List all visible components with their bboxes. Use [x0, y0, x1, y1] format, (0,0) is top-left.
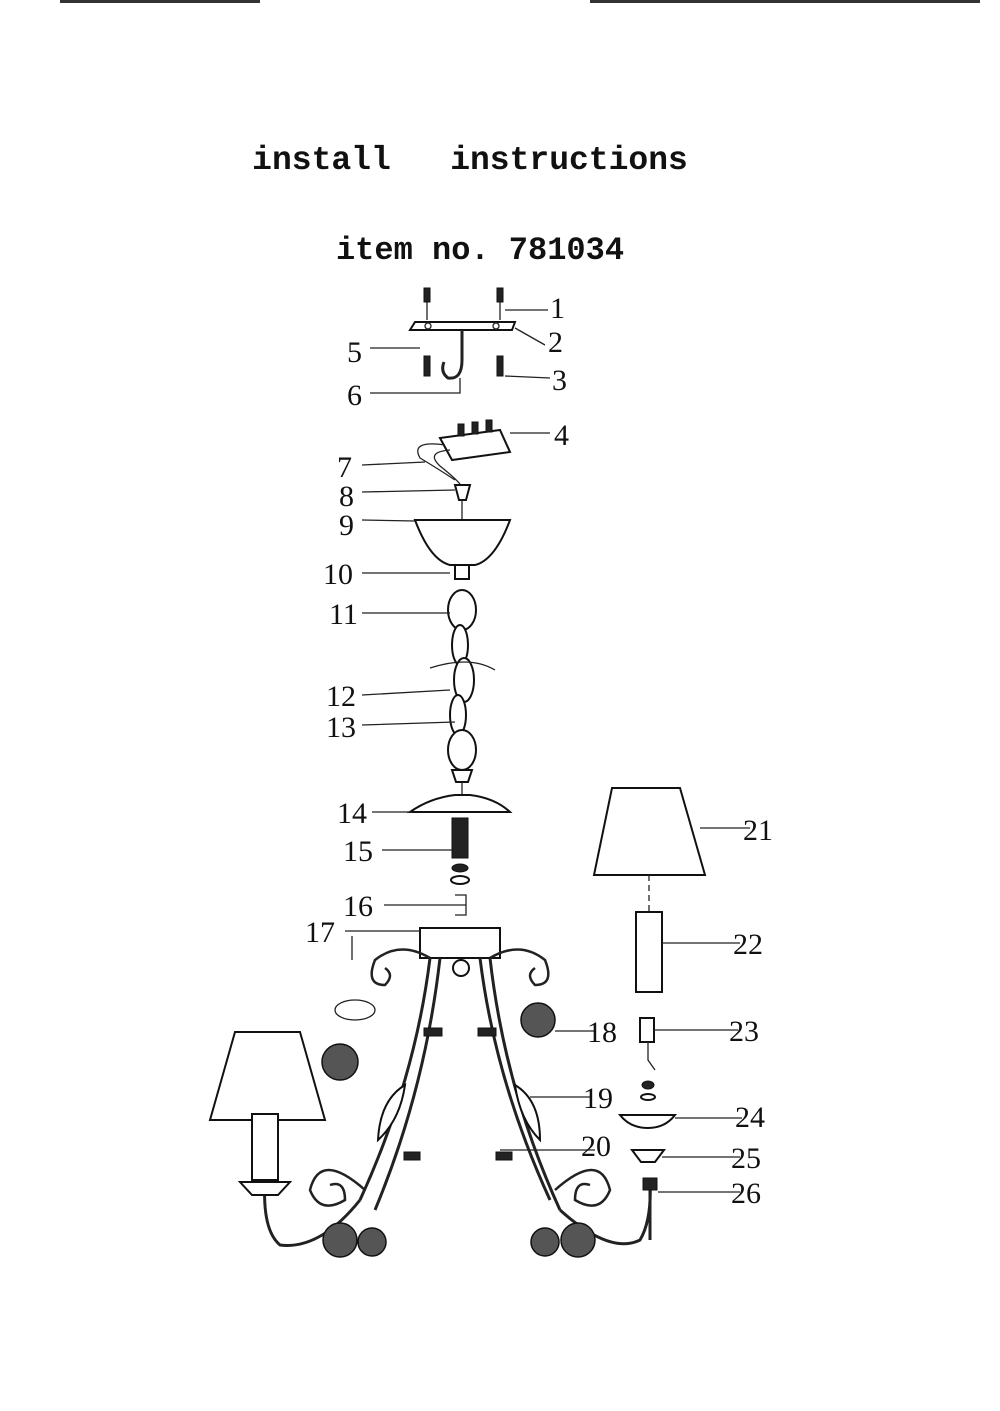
chandelier-body [263, 927, 652, 1247]
part-label-3: 3 [552, 364, 567, 397]
part-label-17: 17 [305, 916, 335, 949]
part-label-15: 15 [343, 835, 373, 868]
right-lamp-shade-exploded [592, 787, 707, 1240]
part-label-21: 21 [743, 814, 773, 847]
part-label-26: 26 [731, 1177, 761, 1210]
part-label-6: 6 [347, 379, 362, 412]
part-label-19: 19 [583, 1082, 613, 1115]
terminal-block [417, 419, 512, 485]
part-label-12: 12 [326, 680, 356, 713]
part-label-7: 7 [337, 451, 352, 484]
part-label-22: 22 [733, 928, 763, 961]
chain [429, 589, 496, 800]
part-label-4: 4 [554, 419, 569, 452]
part-label-10: 10 [323, 558, 353, 591]
canopy [413, 484, 512, 580]
part-label-1: 1 [550, 292, 565, 325]
part-label-25: 25 [731, 1142, 761, 1175]
part-label-24: 24 [735, 1101, 765, 1134]
part-label-5: 5 [347, 336, 362, 369]
part-label-14: 14 [337, 797, 367, 830]
document-title: install instructions [252, 142, 688, 179]
part-label-9: 9 [339, 509, 354, 542]
part-label-23: 23 [729, 1015, 759, 1048]
left-lamp-shade [208, 1031, 327, 1196]
leader-lines [345, 309, 750, 1193]
part-label-13: 13 [326, 711, 356, 744]
item-number: item no. 781034 [335, 232, 625, 269]
part-label-11: 11 [329, 598, 358, 631]
part-label-18: 18 [587, 1016, 617, 1049]
mounting-bracket [408, 287, 517, 380]
part-label-20: 20 [581, 1130, 611, 1163]
scan-edge-line [60, 0, 260, 3]
part-label-2: 2 [548, 326, 563, 359]
part-label-8: 8 [339, 480, 354, 513]
part-label-16: 16 [343, 890, 373, 923]
ceiling-cup-and-rod [406, 794, 513, 916]
scan-edge-line [590, 0, 980, 3]
crystal-drops [321, 999, 596, 1258]
